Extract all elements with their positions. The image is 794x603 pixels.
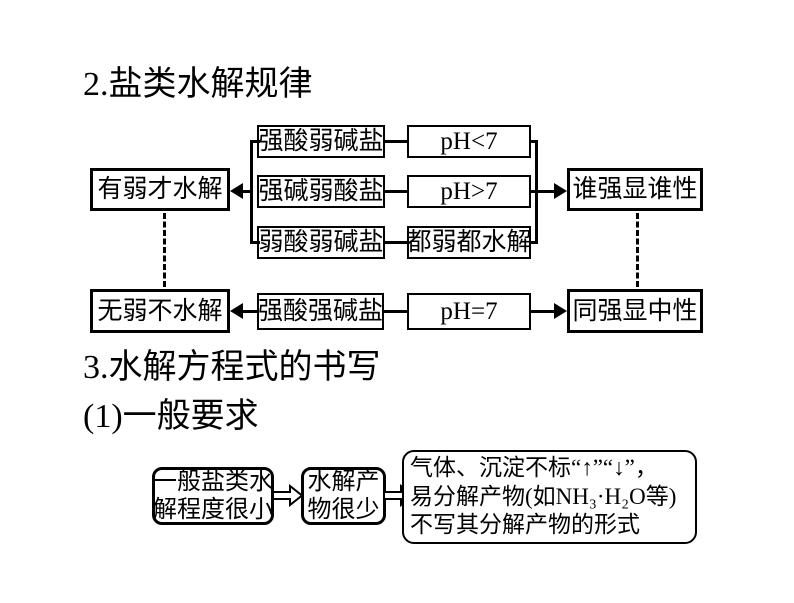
connector-bottom-right-shaft xyxy=(529,310,556,313)
box-salt-strong-acid-strong-base: 强酸强碱盐 xyxy=(257,293,384,330)
box-hydrolysis-degree-small-line1: 一般盐类水 xyxy=(153,468,273,495)
box-ph-equals-7: pH=7 xyxy=(407,293,531,330)
box-notation-rules-line1: 气体、沉淀不标“↑”“↓”， xyxy=(410,454,658,480)
box-salt-strong-acid-weak-base: 强酸弱碱盐 xyxy=(257,125,385,158)
box-few-products-line2: 物很少 xyxy=(307,497,380,523)
arrowhead-right-bottom-icon xyxy=(554,303,567,319)
box-salt-strong-base-weak-acid: 强碱弱酸盐 xyxy=(257,175,385,208)
box-notation-rules: 气体、沉淀不标“↑”“↓”， 易分解产物(如NH₃·H₂O等) 不写其分解产物的… xyxy=(402,450,697,544)
connector-row3-link xyxy=(384,241,408,244)
connector-right-stub-row3 xyxy=(529,241,538,244)
connector-row2-link xyxy=(384,190,408,193)
box-few-products: 水解产 物很少 xyxy=(301,467,386,525)
connector-left-stub-row3 xyxy=(250,241,260,244)
heading-section-2: 2.盐类水解规律 xyxy=(83,66,313,103)
connector-dashed-left xyxy=(163,213,166,287)
box-stronger-shows-its-property: 谁强显谁性 xyxy=(567,168,703,211)
box-hydrolysis-degree-small-line2: 解程度很小 xyxy=(153,497,273,523)
arrowhead-right-icon xyxy=(554,183,567,199)
connector-left-stub-row1 xyxy=(250,140,260,143)
box-hydrolysis-degree-small: 一般盐类水 解程度很小 xyxy=(152,467,274,525)
box-has-weak-hydrolyzes: 有弱才水解 xyxy=(90,168,230,211)
block-arrow-right-icon xyxy=(272,484,304,507)
box-ph-greater-than-7: pH>7 xyxy=(407,175,531,208)
arrowhead-left-bottom-icon xyxy=(230,303,243,319)
connector-row1-link xyxy=(384,140,408,143)
connector-right-stub-row1 xyxy=(529,140,538,143)
connector-dashed-right xyxy=(636,213,639,287)
connector-right-arrow-shaft xyxy=(529,190,556,193)
box-ph-less-than-7: pH<7 xyxy=(407,125,531,158)
box-salt-weak-acid-weak-base: 弱酸弱碱盐 xyxy=(257,226,385,259)
box-equal-strength-neutral: 同强显中性 xyxy=(567,289,703,333)
heading-section-3: 3.水解方程式的书写 xyxy=(83,349,381,386)
box-no-weak-no-hydrolysis: 无弱不水解 xyxy=(90,289,230,333)
box-both-weak-both-hydrolyze: 都弱都水解 xyxy=(407,226,532,259)
box-notation-rules-line3: 不写其分解产物的形式 xyxy=(410,512,640,538)
box-notation-rules-line2: 易分解产物(如NH₃·H₂O等) xyxy=(410,483,677,509)
connector-bottom-mid-link xyxy=(383,310,408,313)
box-few-products-line1: 水解产 xyxy=(307,468,380,495)
connector-bottom-left-shaft xyxy=(241,310,258,313)
connector-left-arrow-shaft xyxy=(241,190,253,193)
arrowhead-left-icon xyxy=(230,183,243,199)
heading-general-requirements: (1)一般要求 xyxy=(83,398,259,435)
